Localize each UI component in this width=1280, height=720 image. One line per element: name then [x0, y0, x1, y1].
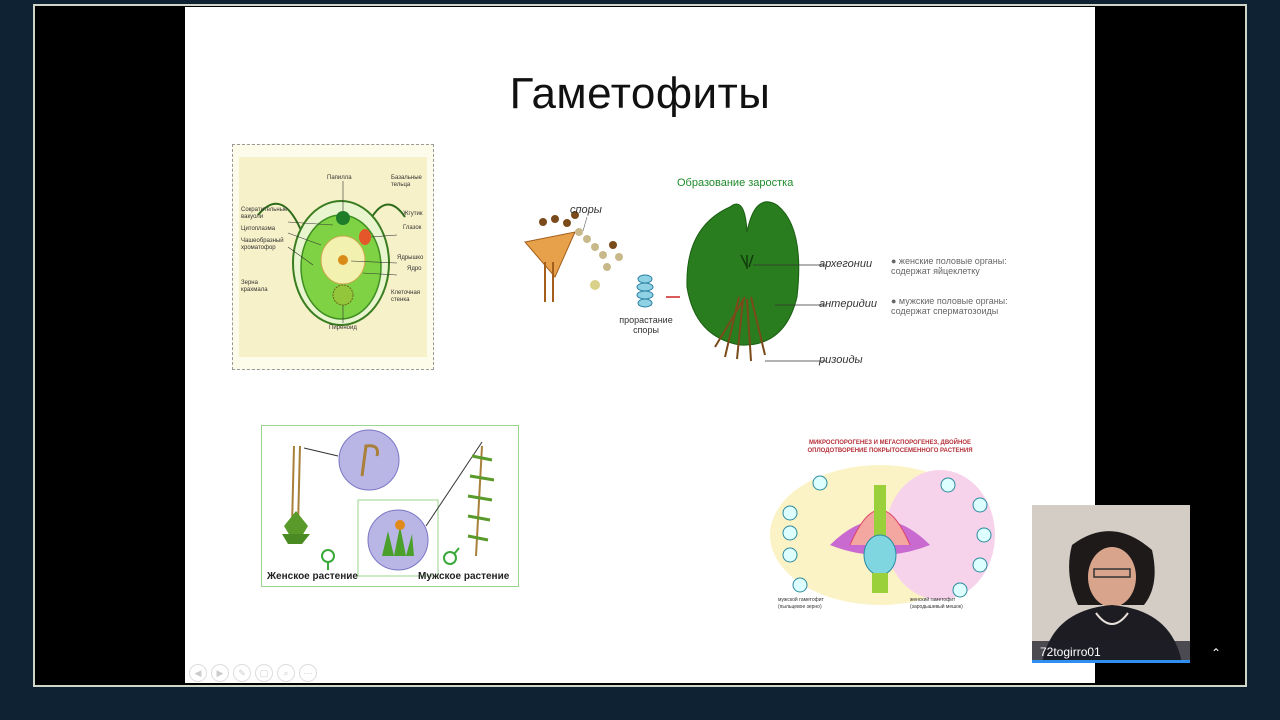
pen-tool-button[interactable]: ✎: [233, 664, 251, 682]
webcam-feed[interactable]: 72togirro01: [1032, 505, 1190, 663]
label-spore-germination: прорастание споры: [619, 315, 673, 335]
label-nucleolus: Ядрышко: [397, 255, 424, 261]
zoom-button[interactable]: ⌕: [277, 664, 295, 682]
note-female-organs: ● женские половые органы: содержат яйцек…: [891, 256, 1007, 276]
label-rhizoids: ризоиды: [819, 354, 863, 366]
label-antheridia: антеридии: [819, 298, 878, 310]
label-papilla: Папилла: [327, 175, 352, 181]
slide: Гаметофиты Папилла Базальные тельца Сокр…: [185, 7, 1095, 683]
label-pyrenoid: Пиреноид: [329, 325, 357, 331]
moss-diagram: Женское растение Мужское растение: [261, 425, 519, 587]
label-starch: Зерна крахмала: [241, 280, 268, 293]
label-male-gametophyte: мужской гаметофит (пыльцевое зерно): [778, 597, 824, 610]
fern-title: Образование заростка: [677, 177, 794, 189]
slide-title: Гаметофиты: [509, 69, 771, 118]
next-slide-button[interactable]: ▶: [211, 664, 229, 682]
prev-slide-button[interactable]: ◀: [189, 664, 207, 682]
moss-illustration: [282, 429, 495, 577]
label-cytoplasm: Цитоплазма: [241, 226, 276, 232]
angiosperm-diagram: МИКРОСПОРОГЕНЕЗ И МЕГАСПОРОГЕНЕЗ, ДВОЙНО…: [770, 435, 1000, 613]
label-female-gametophyte: женский гаметофит (зародышевый мешок): [910, 597, 963, 610]
label-eyespot: Глазок: [403, 225, 422, 231]
label-chromatophore: Чашеобразный хроматофор: [241, 238, 284, 251]
fern-illustration: [524, 201, 827, 362]
slide-navigation: ◀ ▶ ✎ ▢ ⌕ ⋯: [189, 664, 317, 682]
label-basal-bodies: Базальные тельца: [391, 175, 422, 188]
label-spores: споры: [570, 204, 602, 216]
webcam-participant-name: 72togirro01: [1032, 641, 1190, 663]
label-cell-wall: Клеточная стенка: [391, 290, 421, 303]
angiosperm-illustration: [770, 465, 995, 605]
note-male-organs: ● мужские половые органы: содержат сперм…: [891, 296, 1008, 316]
label-contractile-vacuoles: Сократительные вакуоли: [241, 207, 288, 220]
presenter-video: [1032, 505, 1190, 663]
chevron-up-icon[interactable]: ⌃: [1210, 646, 1222, 660]
angiosperm-title: МИКРОСПОРОГЕНЕЗ И МЕГАСПОРОГЕНЕЗ, ДВОЙНО…: [807, 440, 973, 454]
label-female-plant: Женское растение: [267, 571, 358, 582]
label-flagellum: Жгутик: [403, 211, 423, 217]
label-nucleus: Ядро: [407, 266, 422, 272]
label-archegonia: архегонии: [819, 258, 873, 270]
more-options-button[interactable]: ⋯: [299, 664, 317, 682]
slides-view-button[interactable]: ▢: [255, 664, 273, 682]
label-male-plant: Мужское растение: [418, 571, 510, 582]
chlamydomonas-diagram: Папилла Базальные тельца Сократительные …: [232, 144, 434, 370]
chlamydomonas-illustration: [257, 181, 406, 326]
